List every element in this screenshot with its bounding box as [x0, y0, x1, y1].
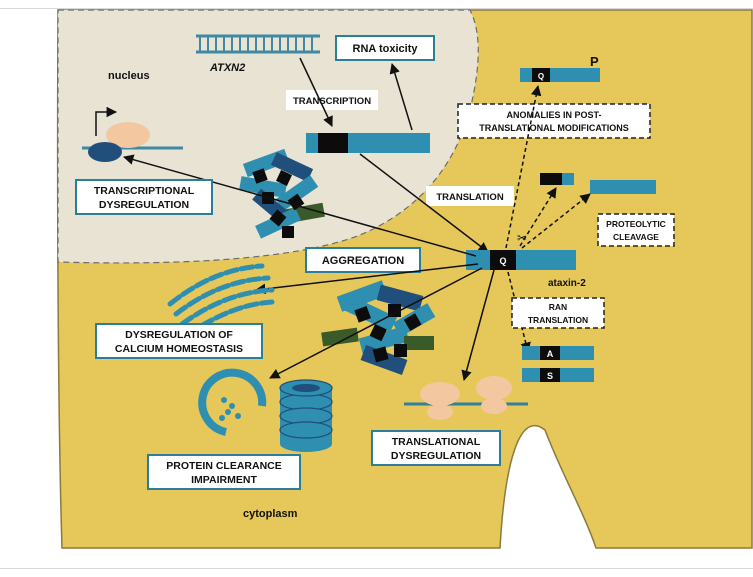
phosphate-label: P	[590, 54, 599, 69]
svg-text:DYSREGULATION OF: DYSREGULATION OF	[125, 329, 233, 341]
protein-clearance-box: PROTEIN CLEARANCE IMPAIRMENT	[147, 454, 301, 490]
transcription-label: TRANSCRIPTION	[293, 96, 371, 107]
aggregation-label: AGGREGATION	[322, 255, 404, 267]
svg-text:TRANSLATIONAL MODIFICATIONS: TRANSLATIONAL MODIFICATIONS	[479, 123, 629, 133]
dna-icon	[196, 34, 320, 54]
ataxin2-label: ataxin-2	[548, 278, 586, 289]
autophagosome-icon	[198, 368, 267, 436]
mrna-transcript	[306, 133, 430, 153]
svg-text:TRANSLATIONAL: TRANSLATIONAL	[392, 436, 481, 448]
svg-text:PROTEOLYTIC: PROTEOLYTIC	[606, 219, 666, 229]
translation-label: TRANSLATION	[436, 192, 504, 203]
gene-label: ATXN2	[209, 62, 245, 74]
ataxin2-protein: Q	[466, 250, 576, 270]
proteasome-icon	[279, 379, 333, 452]
calcium-homeostasis-box: DYSREGULATION OF CALCIUM HOMEOSTASIS	[95, 323, 263, 359]
bottom-divider	[0, 568, 753, 569]
svg-text:S: S	[547, 371, 553, 381]
translational-dysregulation-arrow	[461, 269, 495, 382]
svg-text:IMPAIRMENT: IMPAIRMENT	[191, 474, 257, 486]
transcriptional-dysregulation-box: TRANSCRIPTIONAL DYSREGULATION	[75, 179, 213, 215]
proteolytic-cleavage-box: PROTEOLYTIC CLEAVAGE	[597, 213, 675, 247]
ribosome-icon	[404, 376, 528, 420]
scissors-icon: ✂	[517, 231, 527, 245]
ptm-box: ANOMALIES IN POST- TRANSLATIONAL MODIFIC…	[457, 103, 651, 139]
ran-translation-box: RAN TRANSLATION	[511, 297, 605, 329]
translation-arrow	[359, 153, 489, 253]
svg-text:CALCIUM HOMEOSTASIS: CALCIUM HOMEOSTASIS	[115, 343, 243, 355]
svg-text:TRANSCRIPTIONAL: TRANSCRIPTIONAL	[94, 185, 195, 197]
cleavage-arrow-b	[521, 193, 591, 249]
svg-text:A: A	[547, 349, 554, 359]
cleavage-fragments	[540, 173, 656, 194]
cytoplasmic-aggregate-icon	[321, 280, 436, 376]
ran-products: A S	[522, 346, 594, 382]
transcription-complex-icon	[82, 106, 183, 162]
svg-text:PROTEIN CLEARANCE: PROTEIN CLEARANCE	[166, 460, 282, 472]
svg-text:RAN: RAN	[549, 302, 567, 312]
svg-text:Q: Q	[538, 72, 544, 81]
aggregation-box: AGGREGATION	[305, 247, 421, 273]
cytoplasm-label: cytoplasm	[243, 508, 298, 520]
nucleus-label: nucleus	[108, 70, 150, 82]
phosphorylated-protein: Q P	[520, 54, 600, 82]
transcriptional-dysregulation-arrow	[122, 154, 477, 257]
svg-text:DYSREGULATION: DYSREGULATION	[99, 199, 189, 211]
rna-toxicity-box: RNA toxicity	[335, 35, 435, 61]
transcription-arrow	[299, 57, 333, 127]
cleavage-arrow-a	[519, 187, 557, 247]
svg-text:DYSREGULATION: DYSREGULATION	[391, 450, 481, 462]
svg-text:Q: Q	[499, 256, 506, 266]
calcium-arrow	[254, 263, 479, 295]
clearance-arrow	[269, 267, 483, 379]
top-divider	[0, 8, 753, 9]
svg-text:ANOMALIES IN POST-: ANOMALIES IN POST-	[506, 110, 601, 120]
rna-toxicity-label: RNA toxicity	[353, 43, 419, 55]
transcription-label-box: TRANSCRIPTION	[286, 90, 378, 110]
translation-label-box: TRANSLATION	[426, 186, 514, 206]
svg-text:CLEAVAGE: CLEAVAGE	[613, 232, 659, 242]
translational-dysregulation-box: TRANSLATIONAL DYSREGULATION	[371, 430, 501, 466]
rna-toxicity-arrow	[389, 62, 413, 131]
nuclear-aggregate-icon	[239, 148, 325, 239]
svg-text:TRANSLATION: TRANSLATION	[528, 315, 588, 325]
